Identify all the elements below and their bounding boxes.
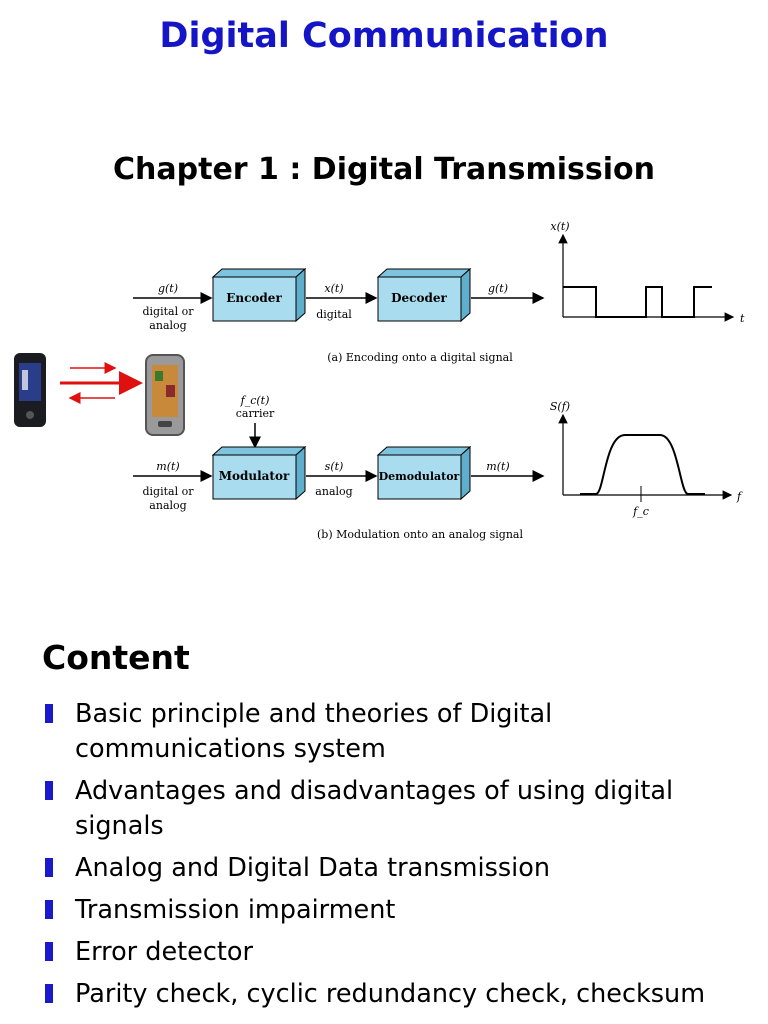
- list-item-text: Transmission impairment: [75, 895, 395, 925]
- carrier-label: f_c(t): [240, 394, 270, 407]
- list-item: Transmission impairment: [42, 893, 762, 928]
- bullet-icon: [45, 984, 53, 1003]
- list-item: Error detector: [42, 935, 762, 970]
- encoding-output-label: g(t): [488, 282, 508, 295]
- demodulator-label: Demodulator: [379, 470, 460, 483]
- plot-a-xlabel: t: [740, 312, 745, 325]
- content-list: Basic principle and theories of Digital …: [42, 697, 762, 1019]
- modulation-mid-desc: analog: [315, 485, 352, 498]
- content-heading: Content: [42, 638, 190, 677]
- chapter-title: Chapter 1 : Digital Transmission: [0, 152, 768, 187]
- plot-b-xlabel: f: [736, 490, 743, 503]
- encoding-input-desc: digital or: [143, 305, 195, 318]
- list-item: Parity check, cyclic redundancy check, c…: [42, 977, 762, 1012]
- bullet-icon: [45, 942, 53, 961]
- spectrum-plot: S(f) f f_c: [550, 400, 743, 518]
- encoding-input-label: g(t): [158, 282, 178, 295]
- modulation-input-label: m(t): [156, 460, 179, 473]
- list-item-text: Analog and Digital Data transmission: [75, 853, 550, 883]
- red-arrows: [60, 368, 140, 398]
- list-item-text: Advantages and disadvantages of using di…: [75, 776, 673, 841]
- plot-b-ylabel: S(f): [550, 400, 570, 413]
- modulation-input-desc: digital or: [143, 485, 195, 498]
- phone-left-icon: [14, 353, 46, 427]
- bullet-icon: [45, 858, 53, 877]
- encoding-mid-desc: digital: [316, 308, 352, 321]
- encoder-block: Encoder: [213, 269, 305, 321]
- list-item: Advantages and disadvantages of using di…: [42, 774, 762, 844]
- bullet-icon: [45, 900, 53, 919]
- list-item-text: Error detector: [75, 937, 253, 967]
- encoding-input-desc-2: analog: [149, 319, 186, 332]
- modulation-caption: (b) Modulation onto an analog signal: [317, 528, 523, 541]
- modulation-output-label: m(t): [486, 460, 509, 473]
- phone-right-icon: [146, 355, 184, 435]
- page-title: Digital Communication: [0, 16, 768, 56]
- plot-a-ylabel: x(t): [550, 220, 569, 233]
- decoder-label: Decoder: [391, 291, 447, 305]
- modulator-block: Modulator: [213, 447, 305, 499]
- digital-signal-plot: x(t) t: [550, 220, 745, 325]
- encoding-mid-label: x(t): [324, 282, 343, 295]
- demodulator-block: Demodulator: [378, 447, 470, 499]
- decoder-block: Decoder: [378, 269, 470, 321]
- list-item-text: Basic principle and theories of Digital …: [75, 699, 552, 764]
- list-item-text: Parity check, cyclic redundancy check, c…: [75, 979, 705, 1009]
- encoder-label: Encoder: [226, 291, 282, 305]
- bullet-icon: [45, 781, 53, 800]
- modulation-input-desc-2: analog: [149, 499, 186, 512]
- transmission-diagram: g(t) digital or analog Encoder x(t) digi…: [0, 205, 768, 550]
- encoding-caption: (a) Encoding onto a digital signal: [327, 351, 513, 364]
- modulation-row: f_c(t) carrier m(t) digital or analog Mo…: [133, 394, 743, 541]
- encoding-row: g(t) digital or analog Encoder x(t) digi…: [133, 220, 745, 364]
- plot-b-tick: f_c: [632, 505, 649, 518]
- modulation-mid-label: s(t): [325, 460, 344, 473]
- list-item: Basic principle and theories of Digital …: [42, 697, 762, 767]
- list-item: Analog and Digital Data transmission: [42, 851, 762, 886]
- modulator-label: Modulator: [219, 469, 290, 483]
- carrier-desc: carrier: [236, 407, 275, 420]
- bullet-icon: [45, 704, 53, 723]
